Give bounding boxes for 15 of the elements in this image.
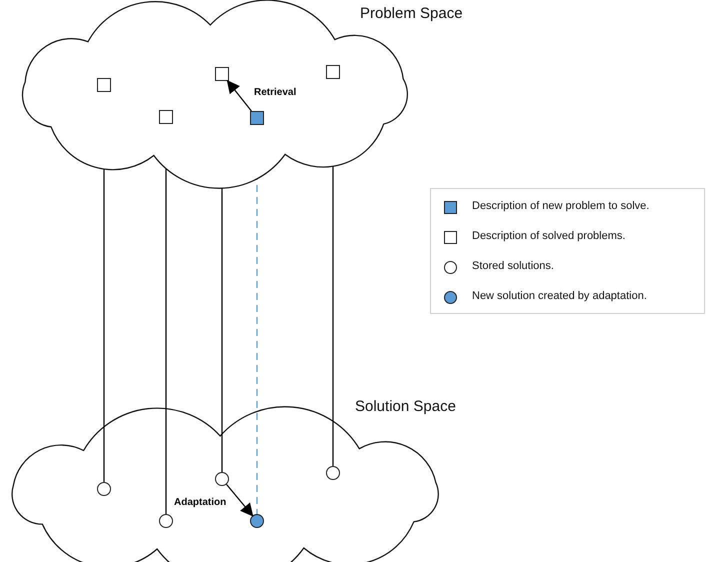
problem-square: [250, 111, 264, 125]
problem-square: [97, 78, 111, 92]
space-title: Problem Space: [360, 5, 463, 22]
problem-square: [326, 65, 340, 79]
problem-square: [215, 67, 229, 81]
edge-label: Adaptation: [173, 497, 228, 508]
problem-square: [159, 110, 173, 124]
space-title: Solution Space: [355, 398, 456, 415]
legend-text: Description of new problem to solve.: [472, 200, 650, 212]
legend-text: New solution created by adaptation.: [472, 290, 647, 302]
legend-text: Description of solved problems.: [472, 230, 626, 242]
edge-label: Retrieval: [253, 87, 298, 98]
legend-text: Stored solutions.: [472, 260, 554, 272]
arrow: [226, 80, 252, 112]
arrow: [226, 484, 254, 517]
